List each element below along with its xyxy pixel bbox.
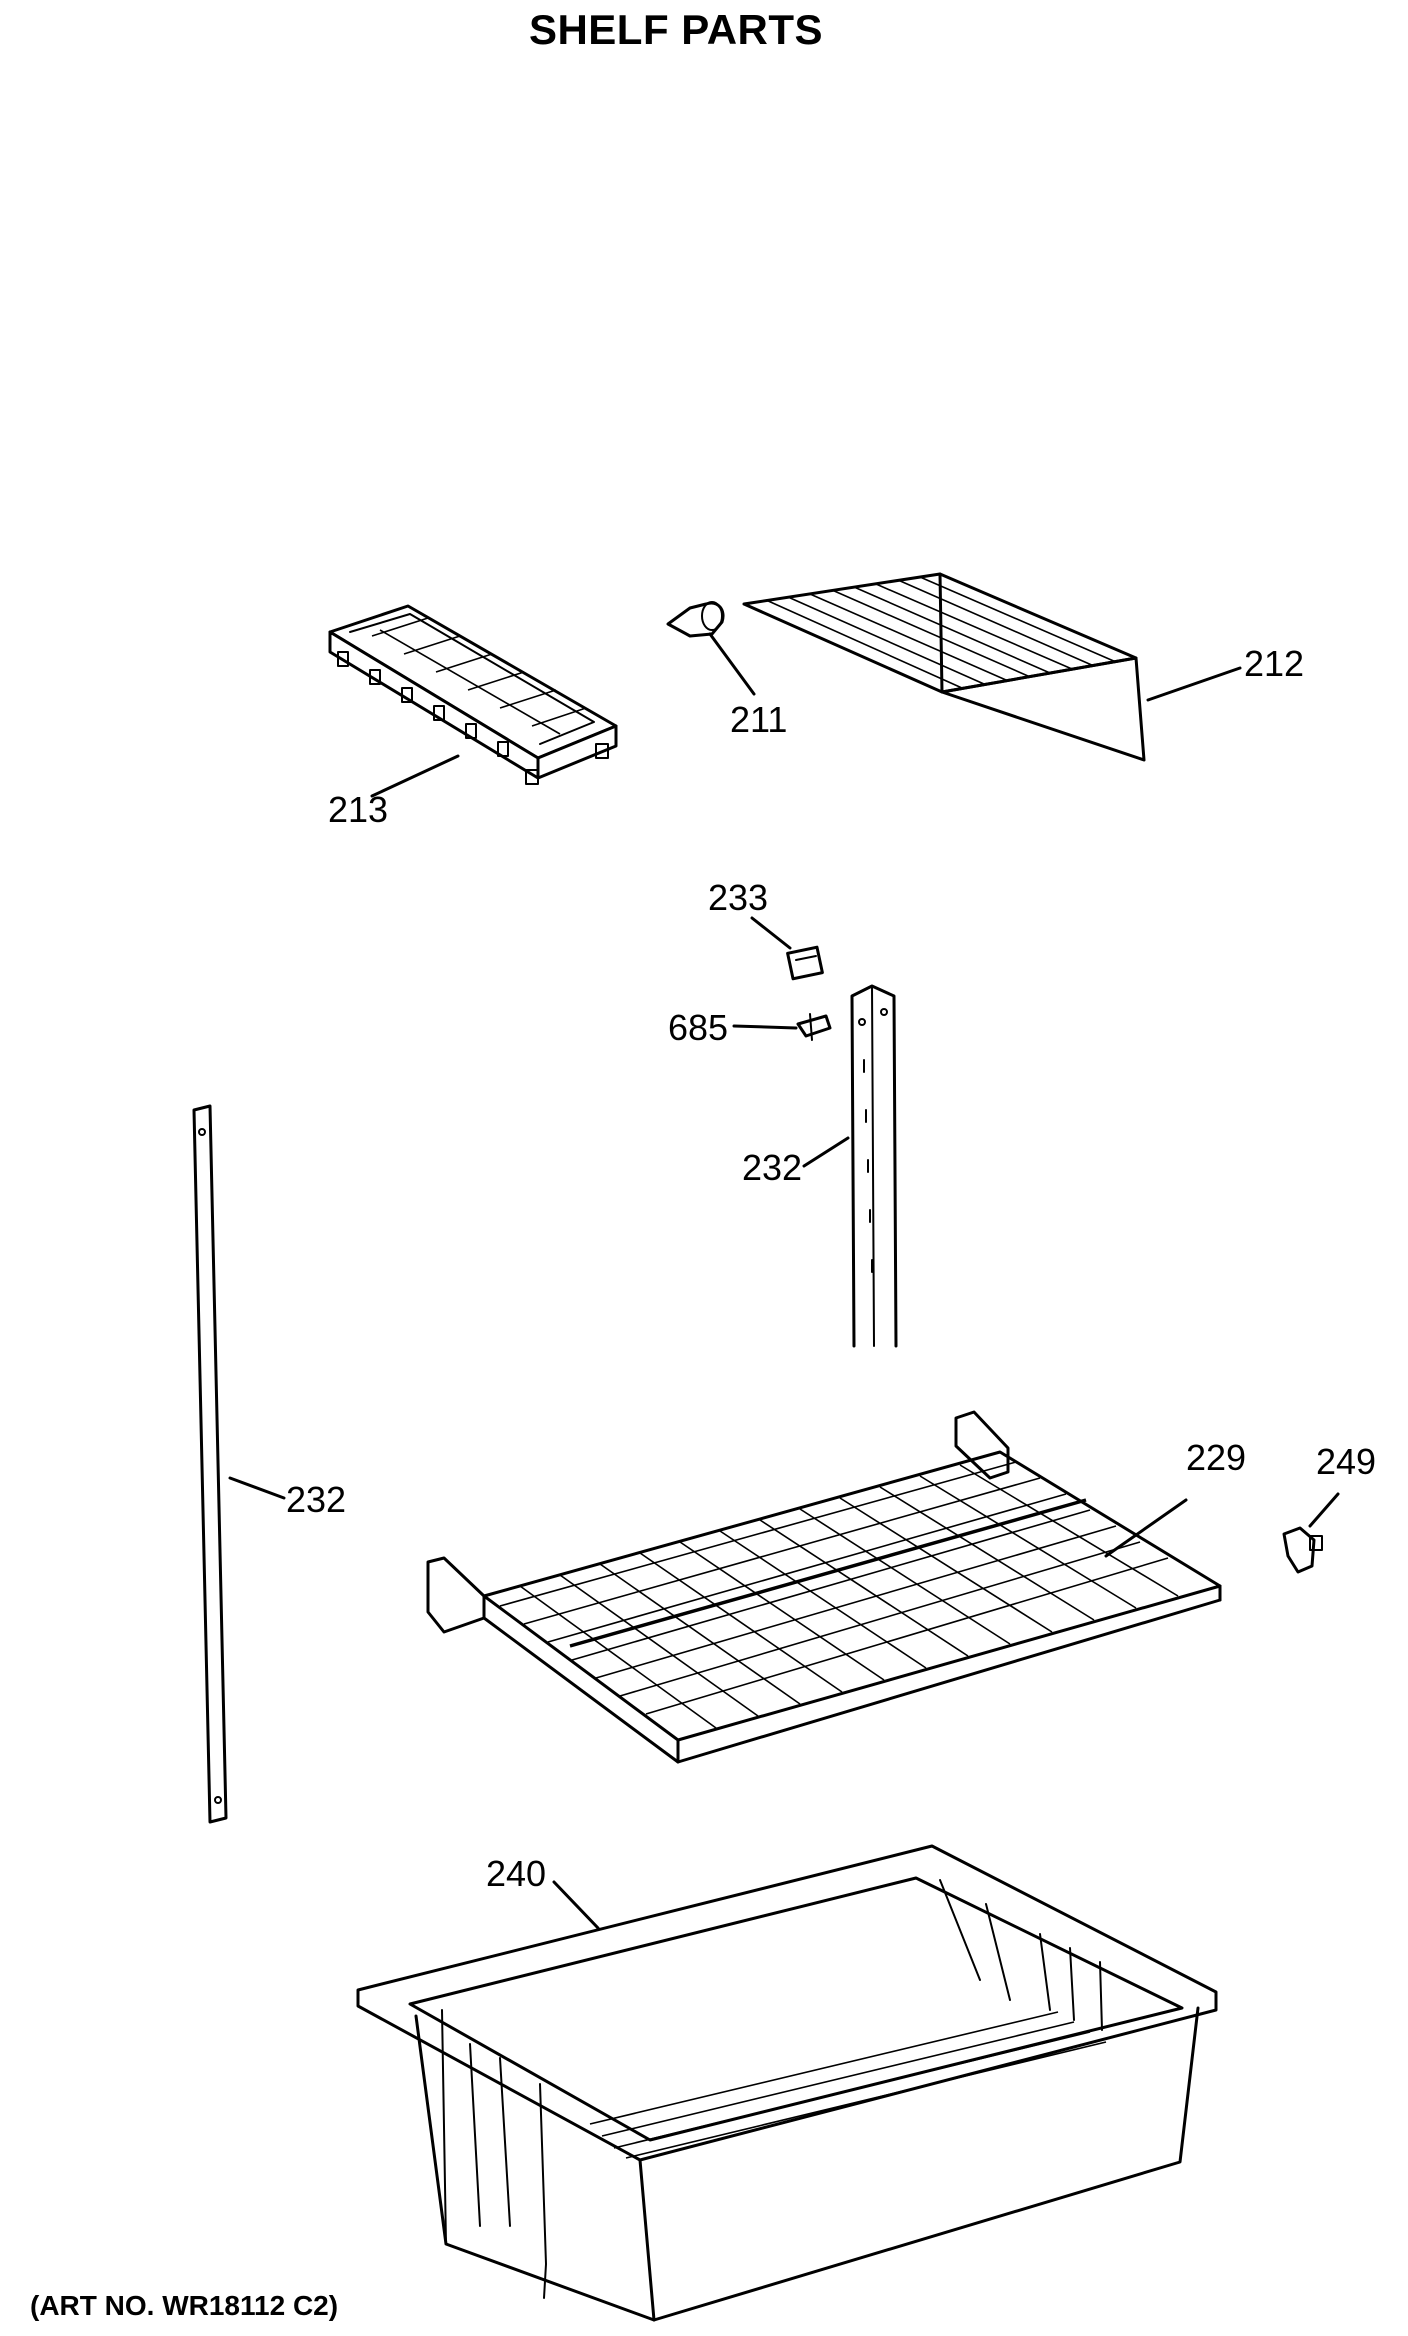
shelf-support-rail-left: [192, 1104, 228, 1824]
callout-232-left: 232: [286, 1479, 346, 1520]
callout-240: 240: [486, 1853, 546, 1894]
leader-685: [732, 1024, 798, 1030]
leader-213: [370, 754, 460, 798]
leader-212: [1146, 666, 1242, 702]
wire-shelf-large-part: [426, 1410, 1222, 1764]
shelf-bracket-clip-part: [1282, 1526, 1323, 1574]
callout-249: 249: [1316, 1441, 1376, 1482]
leader-232b: [228, 1476, 286, 1500]
crisper-pan-part: [356, 1844, 1218, 2322]
wire-shelf-small-part: [742, 572, 1146, 762]
clip-part: [786, 945, 824, 981]
callout-233: 233: [708, 877, 768, 918]
shelf-peg-part: [666, 601, 725, 638]
shelf-support-rail-center: [850, 984, 898, 1348]
art-number: (ART NO. WR18112 C2): [30, 2290, 339, 2321]
leader-229: [1104, 1498, 1188, 1558]
screw-part: [796, 1013, 832, 1041]
leader-249: [1308, 1492, 1340, 1528]
callout-212: 212: [1244, 643, 1304, 684]
leader-211: [708, 632, 756, 696]
leader-233: [750, 916, 792, 950]
leader-240: [552, 1880, 600, 1930]
callout-232-center: 232: [742, 1147, 802, 1188]
callout-229: 229: [1186, 1437, 1246, 1478]
page-title: SHELF PARTS: [528, 6, 824, 53]
callout-213: 213: [328, 789, 388, 830]
callout-685: 685: [668, 1007, 728, 1048]
callout-211: 211: [730, 699, 787, 740]
leader-232a: [802, 1136, 850, 1168]
ice-tray-part: [328, 604, 618, 785]
